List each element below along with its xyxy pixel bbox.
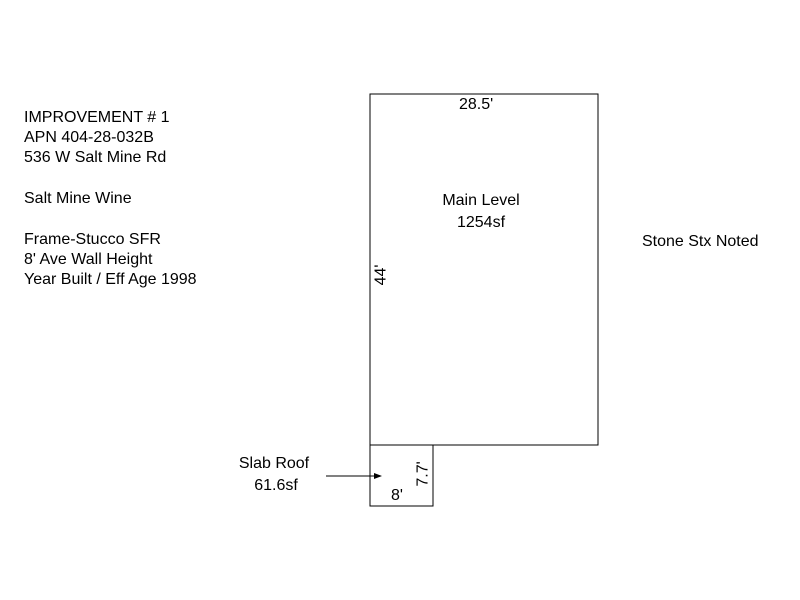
main-level-label: Main Level <box>442 192 520 209</box>
slab-roof-arrow <box>326 473 382 479</box>
main-level-depth-dim: 44' <box>372 264 390 286</box>
wall-height: 8' Ave Wall Height <box>24 251 153 268</box>
slab-roof-area: 61.6sf <box>254 477 298 494</box>
improvement-number: IMPROVEMENT # 1 <box>24 109 170 126</box>
slab-roof-label: Slab Roof <box>238 455 310 472</box>
stone-stx-note: Stone Stx Noted <box>642 233 759 250</box>
apn-text: APN 404-28-032B <box>24 129 154 146</box>
address-text: 536 W Salt Mine Rd <box>24 149 167 166</box>
main-level-area: 1254sf <box>456 214 506 231</box>
slab-roof-width-dim: 8' <box>391 487 403 504</box>
construction-type: Frame-Stucco SFR <box>24 231 161 248</box>
slab-roof-depth-dim: 7.7' <box>414 461 432 487</box>
main-level-outline <box>369 93 599 446</box>
year-built: Year Built / Eff Age 1998 <box>24 271 197 288</box>
owner-name: Salt Mine Wine <box>24 190 132 207</box>
improvement-info: IMPROVEMENT # 1 APN 404-28-032B 536 W Sa… <box>24 108 197 290</box>
main-level-width-dim: 28.5' <box>459 96 494 113</box>
